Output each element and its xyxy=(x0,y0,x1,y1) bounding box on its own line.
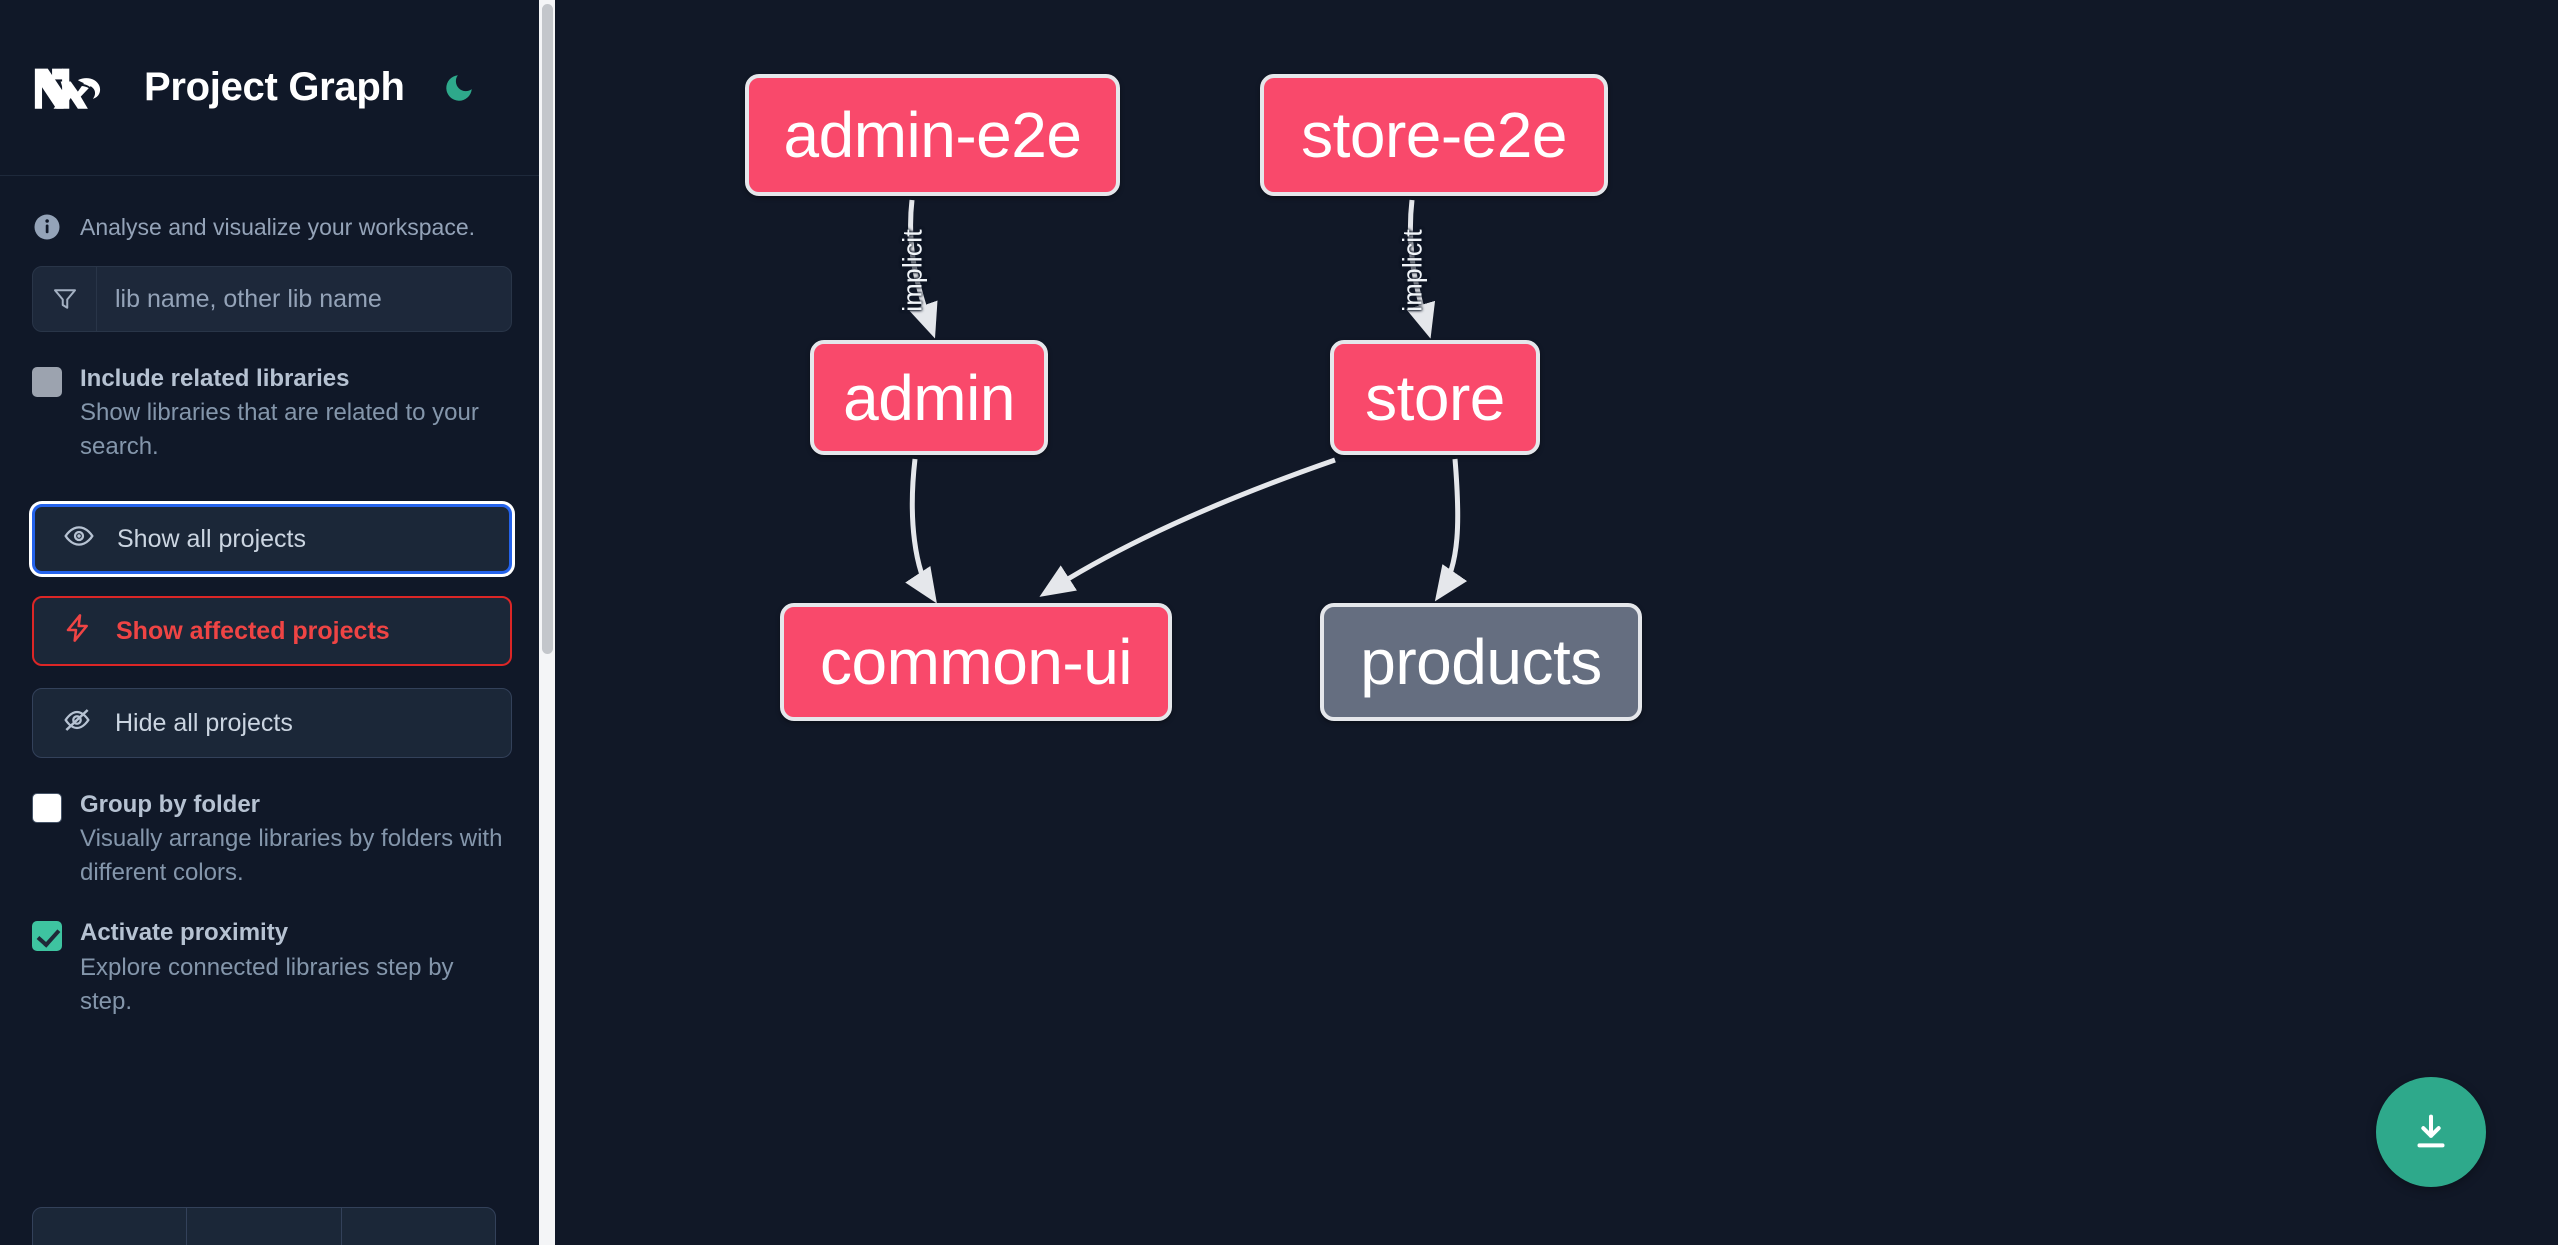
checkbox-activate-proximity[interactable] xyxy=(32,921,62,952)
moon-icon[interactable] xyxy=(437,66,481,110)
proximity-step-button-group[interactable] xyxy=(32,1207,496,1245)
graph-node-products[interactable]: products xyxy=(1320,603,1642,721)
sidebar-header: Project Graph xyxy=(0,0,544,176)
graph-node-store-e2e[interactable]: store-e2e xyxy=(1260,74,1608,196)
node-label: products xyxy=(1360,626,1602,698)
nx-logo-icon xyxy=(32,64,118,112)
projects-button-group: Show all projects Show affected projects xyxy=(0,464,544,759)
node-label: store xyxy=(1365,361,1505,434)
eye-slash-icon xyxy=(61,704,93,743)
graph-edges xyxy=(905,199,1468,604)
option-description: Show libraries that are related to your … xyxy=(80,399,479,461)
edge-admin-common-ui xyxy=(905,458,937,604)
option-description: Visually arrange libraries by folders wi… xyxy=(80,825,503,887)
search-box[interactable] xyxy=(32,266,512,332)
option-description: Explore connected libraries step by step… xyxy=(80,953,454,1015)
proximity-step-option[interactable] xyxy=(187,1208,342,1245)
show-all-projects-button[interactable]: Show all projects xyxy=(32,504,512,575)
sidebar: Project Graph Analyse and visualize your… xyxy=(0,0,560,1245)
page-title: Project Graph xyxy=(144,65,405,109)
node-label: common-ui xyxy=(819,626,1133,698)
search-section xyxy=(0,242,544,332)
graph-node-admin-e2e[interactable]: admin-e2e xyxy=(745,74,1120,196)
sidebar-scrollbar-thumb[interactable] xyxy=(542,4,553,654)
option-label: Activate proximity xyxy=(80,919,289,947)
node-label: admin xyxy=(843,361,1015,434)
graph-node-store[interactable]: store xyxy=(1330,340,1540,455)
graph-canvas[interactable]: admin-e2e store-e2e admin store common-u… xyxy=(560,0,2558,1245)
checkbox-include-related-libraries[interactable] xyxy=(32,367,62,397)
edge-admin-e2e-admin xyxy=(908,199,938,339)
show-affected-projects-button[interactable]: Show affected projects xyxy=(32,596,512,667)
node-label: admin-e2e xyxy=(783,99,1082,171)
option-group-by-folder[interactable]: Group by folder Visually arrange librari… xyxy=(0,758,544,890)
eye-icon xyxy=(63,520,95,559)
tagline-text: Analyse and visualize your workspace. xyxy=(80,213,476,240)
search-input[interactable] xyxy=(97,267,511,331)
graph-node-admin[interactable]: admin xyxy=(810,340,1048,455)
sidebar-tagline: Analyse and visualize your workspace. xyxy=(0,176,544,242)
graph-node-common-ui[interactable]: common-ui xyxy=(780,603,1172,721)
filter-icon xyxy=(33,267,97,331)
proximity-step-option[interactable] xyxy=(342,1208,495,1245)
checkbox-group-by-folder[interactable] xyxy=(32,793,62,824)
lightning-icon xyxy=(62,612,94,651)
proximity-step-option[interactable] xyxy=(33,1208,188,1245)
button-label: Hide all projects xyxy=(115,708,293,737)
info-icon xyxy=(32,212,62,242)
option-label: Group by folder xyxy=(80,791,260,819)
node-label: store-e2e xyxy=(1301,99,1567,171)
option-label: Include related libraries xyxy=(80,365,350,392)
hide-all-projects-button[interactable]: Hide all projects xyxy=(32,688,512,759)
option-activate-proximity[interactable]: Activate proximity Explore connected lib… xyxy=(0,890,544,1018)
button-label: Show affected projects xyxy=(116,616,390,645)
edge-store-e2e-store xyxy=(1406,199,1436,339)
sidebar-scrollbar[interactable] xyxy=(539,0,555,1245)
edge-store-products xyxy=(1434,458,1468,602)
download-button[interactable] xyxy=(2376,1077,2486,1187)
edge-store-common-ui xyxy=(1039,457,1336,597)
button-label: Show all projects xyxy=(117,524,306,553)
option-include-related-libraries[interactable]: Include related libraries Show libraries… xyxy=(0,332,544,464)
